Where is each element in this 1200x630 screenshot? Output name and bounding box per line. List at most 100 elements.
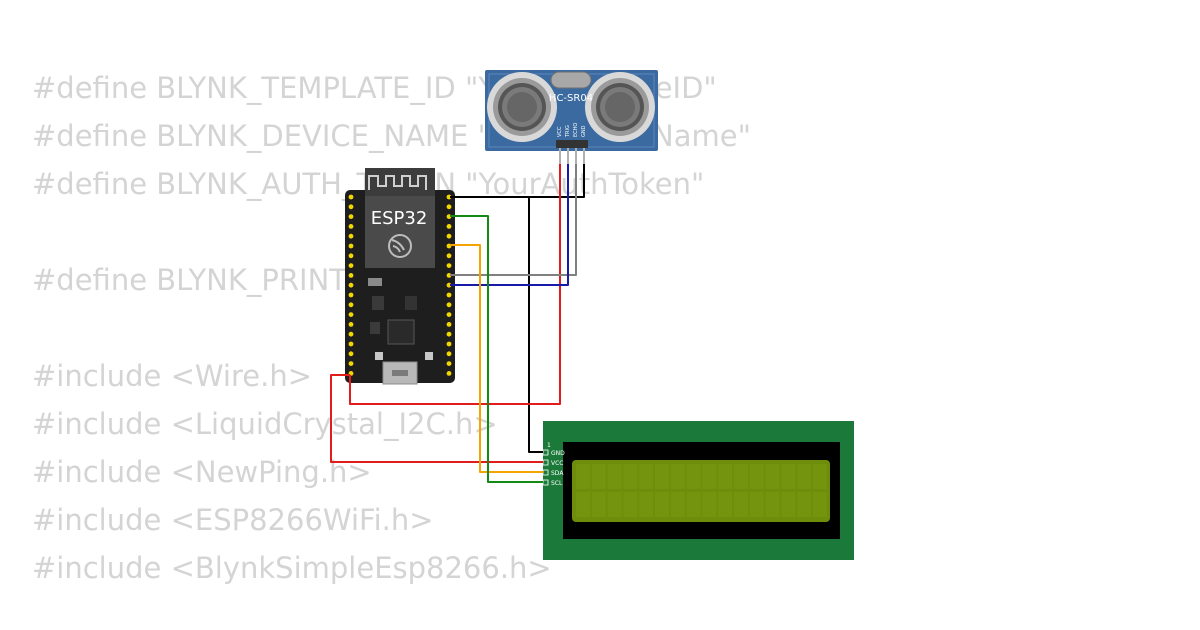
lcd-character-cell xyxy=(734,492,748,517)
code-line-include-wifi: #include <ESP8266WiFi.h> xyxy=(32,503,434,537)
sensor-pin-echo[interactable] xyxy=(572,140,580,148)
esp32-header-pin[interactable] xyxy=(446,224,452,229)
sensor-pin-gnd[interactable] xyxy=(580,140,588,148)
lcd-character-cell xyxy=(623,464,638,489)
esp32-header-pin[interactable] xyxy=(446,292,452,298)
esp32-header-pin[interactable] xyxy=(348,194,354,200)
ultrasonic-sensor[interactable]: HC-SR04 VCC TRIG ECHO GND xyxy=(485,70,658,164)
esp32-header-pin[interactable] xyxy=(348,302,354,308)
lcd-character-cell xyxy=(702,464,717,489)
esp32-header-pin[interactable] xyxy=(446,351,452,357)
sensor-pin-label-gnd: GND xyxy=(581,125,587,137)
wire-sensor-gnd[interactable] xyxy=(450,164,585,198)
esp32-header-pin[interactable] xyxy=(348,224,354,229)
lcd-pin-label-vcc: VCC xyxy=(551,460,563,467)
esp32-header-pin[interactable] xyxy=(446,322,452,327)
esp32-reset-button[interactable] xyxy=(375,352,383,360)
sensor-label: HC-SR04 xyxy=(549,93,593,104)
code-line-include-wire: #include <Wire.h> xyxy=(32,359,313,393)
esp32-header-pin[interactable] xyxy=(446,312,452,317)
wire-lcd-sda[interactable] xyxy=(450,244,543,473)
lcd-character-cell xyxy=(686,464,701,489)
sensor-pin-vcc[interactable] xyxy=(556,140,564,148)
esp32-header-pin[interactable] xyxy=(446,371,452,376)
lcd-display[interactable]: 1 GND VCC SDA SCL xyxy=(542,421,854,560)
esp32-header-pin[interactable] xyxy=(348,253,354,259)
wire-sensor-echo[interactable] xyxy=(450,164,577,276)
lcd-pin-label-sda: SDA xyxy=(551,470,564,477)
sensor-pin-label-vcc: VCC xyxy=(557,126,563,137)
antenna-trace-icon xyxy=(368,175,427,190)
esp32-header-pin[interactable] xyxy=(446,253,452,259)
lcd-character-cell xyxy=(749,492,764,517)
lcd-pin-label-gnd: GND xyxy=(551,450,565,457)
esp32-header-pin[interactable] xyxy=(446,331,452,337)
esp32-header-pin[interactable] xyxy=(348,341,354,347)
wires xyxy=(330,164,585,483)
esp32-header-pin[interactable] xyxy=(348,322,354,327)
lcd-character-cell xyxy=(702,492,717,517)
transducer-right xyxy=(585,72,655,142)
esp32-header-pin[interactable] xyxy=(348,292,354,298)
esp32-header-pin[interactable] xyxy=(446,302,452,308)
esp32-header-pin[interactable] xyxy=(446,263,452,268)
esp32-header-pin[interactable] xyxy=(348,263,354,268)
lcd-character-cell xyxy=(797,464,812,489)
lcd-character-cell xyxy=(781,492,796,517)
wire-lcd-scl[interactable] xyxy=(450,215,543,483)
sensor-crystal xyxy=(550,71,592,89)
lcd-character-cell xyxy=(655,464,669,489)
lcd-character-cell xyxy=(734,464,748,489)
lcd-character-cell xyxy=(718,464,733,489)
esp32-header-pin[interactable] xyxy=(446,204,452,210)
esp32-header-pin[interactable] xyxy=(348,361,354,366)
esp32-pin-column-left xyxy=(348,194,354,376)
lcd-character-cell xyxy=(670,464,685,489)
lcd-character-cell xyxy=(591,464,606,489)
esp32-header-pin[interactable] xyxy=(348,214,354,220)
esp32-header-pin[interactable] xyxy=(348,273,354,278)
esp32-pin-column-right xyxy=(446,194,452,376)
sensor-pin-trig[interactable] xyxy=(564,140,572,148)
esp32-header-pin[interactable] xyxy=(348,243,354,249)
lcd-character-cell xyxy=(639,492,654,517)
lcd-character-cell xyxy=(813,492,827,517)
code-line-include-lcd: #include <LiquidCrystal_I2C.h> xyxy=(32,407,498,441)
lcd-pin-index-label: 1 xyxy=(547,442,551,449)
lcd-character-cell xyxy=(607,464,622,489)
code-line-include-newping: #include <NewPing.h> xyxy=(32,455,372,489)
esp32-header-pin[interactable] xyxy=(348,233,354,239)
esp32-header-pin[interactable] xyxy=(446,233,452,239)
wire-sensor-trig[interactable] xyxy=(450,164,569,286)
esp32-header-pin[interactable] xyxy=(348,204,354,210)
esp32-header-pin[interactable] xyxy=(348,331,354,337)
esp32-smd-4 xyxy=(370,322,380,334)
lcd-character-cell xyxy=(813,464,827,489)
lcd-character-cell xyxy=(576,492,590,517)
esp32-header-pin[interactable] xyxy=(348,282,354,288)
esp32-header-pin[interactable] xyxy=(348,351,354,357)
lcd-character-cell xyxy=(718,492,733,517)
lcd-character-cell xyxy=(749,464,764,489)
lcd-character-cell xyxy=(591,492,606,517)
lcd-character-cell xyxy=(781,464,796,489)
micro-usb-socket xyxy=(392,370,408,376)
wire-lcd-vcc[interactable] xyxy=(330,374,543,463)
sensor-pin-label-trig: TRIG xyxy=(565,125,571,138)
lcd-character-cell xyxy=(576,464,590,489)
esp32-board[interactable]: ESP32 xyxy=(345,168,455,385)
esp32-usb-chip xyxy=(387,319,415,345)
espressif-logo-icon xyxy=(388,234,412,258)
esp32-header-pin[interactable] xyxy=(446,194,452,200)
lcd-character-cell xyxy=(765,464,780,489)
lcd-character-cell xyxy=(607,492,622,517)
esp32-header-pin[interactable] xyxy=(348,312,354,317)
code-line-include-blynk: #include <BlynkSimpleEsp8266.h> xyxy=(32,551,552,585)
wire-lcd-gnd[interactable] xyxy=(528,197,543,453)
esp32-smd-2 xyxy=(372,296,384,310)
esp32-header-pin[interactable] xyxy=(446,361,452,366)
esp32-header-pin[interactable] xyxy=(446,341,452,347)
esp32-boot-button[interactable] xyxy=(425,352,433,360)
lcd-character-cell xyxy=(797,492,812,517)
